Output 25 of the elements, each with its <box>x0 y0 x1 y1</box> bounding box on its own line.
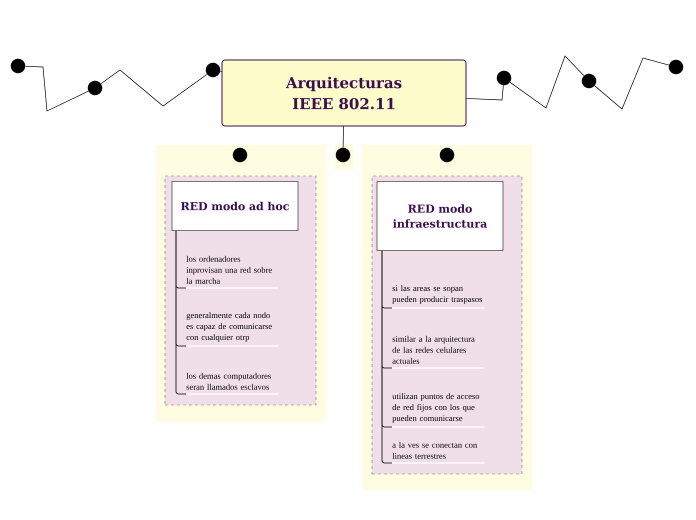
title-box: Arquitecturas IEEE 802.11 <box>222 60 466 126</box>
bullet-text: generalmente cada nodo es capaz de comunicarse con cualquier otrp <box>186 312 278 347</box>
dot <box>582 74 596 88</box>
bullet-text: a la ves se conectan con lineas terrestres <box>392 442 484 464</box>
dot <box>232 148 248 162</box>
dot <box>88 80 102 96</box>
dot <box>496 70 512 86</box>
connector-line <box>466 85 504 100</box>
connector-line <box>100 70 208 106</box>
bullet-text: los ordenadores inprovisan una red sobre la marcha <box>186 256 278 289</box>
bullet-text: similar a la arquitectura de las redes celulares actuales <box>392 336 484 369</box>
dot <box>668 60 684 74</box>
bullet-text: los demas computadores seran llamados esclavos <box>186 372 278 395</box>
bullet-text: utilizan puntos de acceso de red fijos con los que pueden comunicarse <box>392 393 484 428</box>
dot <box>440 148 454 162</box>
dot <box>206 62 220 78</box>
connector-line <box>510 55 584 109</box>
dot <box>10 58 26 74</box>
bullet-text: si las areas se sopan pueden producir traspasos <box>392 285 484 309</box>
dot <box>336 148 350 162</box>
connector-line <box>594 58 670 110</box>
heading-box: RED modo ad hoc <box>172 181 298 231</box>
heading-box: RED modo infraestructura <box>376 181 504 251</box>
connector-line <box>342 126 344 148</box>
connector-line <box>25 66 89 112</box>
